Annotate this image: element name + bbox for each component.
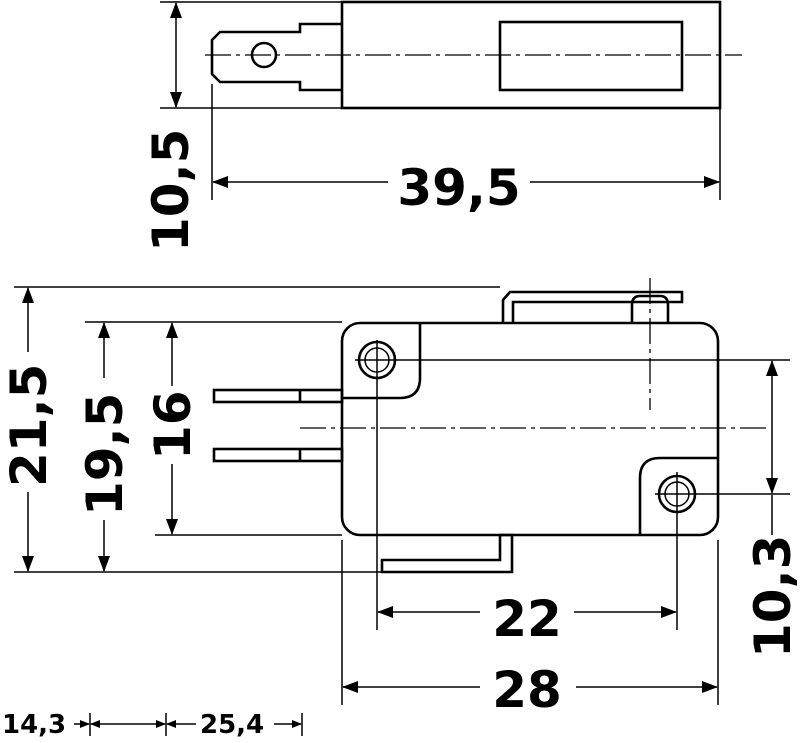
dim-body-height: 19,5	[76, 393, 134, 516]
terminal-lower	[212, 447, 344, 463]
top-view-terminal	[210, 22, 342, 92]
lever-arm	[501, 290, 684, 323]
dim-top-length: 39,5	[397, 159, 520, 217]
terminal-bottom	[380, 533, 514, 574]
switch-body	[340, 321, 720, 537]
dim-body-length: 28	[492, 661, 562, 719]
hole-boss-lower	[638, 456, 718, 535]
dim-hole-offset: 10,3	[744, 535, 800, 658]
dim-overall-height: 21,5	[0, 364, 58, 487]
top-view-window	[498, 20, 684, 92]
dim-terminal-offset: 14,3	[2, 710, 66, 740]
dim-hole-span: 16	[144, 390, 202, 460]
dim-top-height: 10,5	[142, 129, 200, 252]
terminal-spacing: 14,3 25,4	[2, 710, 303, 740]
side-view: 21,5 19,5 16 10,3 22 28	[0, 278, 800, 719]
dim-terminal-pitch: 25,4	[200, 710, 264, 740]
top-view: 10,5 39,5	[142, 0, 742, 252]
hole-boss-upper	[342, 323, 422, 400]
terminal-upper	[212, 388, 344, 404]
dim-hole-spacing: 22	[492, 590, 562, 648]
